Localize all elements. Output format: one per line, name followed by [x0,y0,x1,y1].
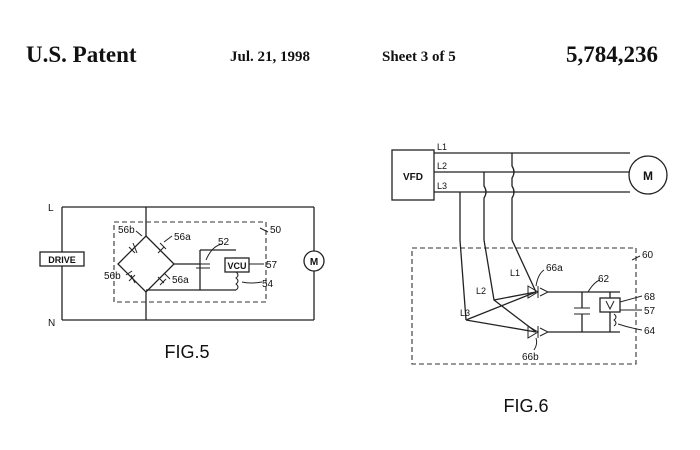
fig5-ref-54: 54 [262,279,274,290]
patent-title: U.S. Patent [26,42,137,67]
fig5-ref-52: 52 [218,237,230,248]
fig5-ref-56b-top: 56b [118,225,135,236]
fig5-vcu-label: VCU [227,261,246,271]
fig6-l3-to-66a [465,291,537,321]
fig6-inner-label-l2: L2 [476,286,486,296]
fig6-ref-60: 60 [642,250,654,261]
fig5-vcu-box [224,257,250,273]
fig6-leader-60 [631,255,641,261]
fig6-leader-64 [617,323,643,331]
fig5-motor-circle [303,250,325,272]
fig5-leader-56b-bottom [125,270,133,276]
fig5-leader-50 [259,227,269,233]
fig6-motor-circle [628,155,668,195]
fig6-ref-66a: 66a [546,263,563,274]
fig6-ref-68: 68 [644,292,656,303]
fig5-diode-bridge [117,235,175,293]
fig6-l3-to-66b [465,319,537,333]
fig6-leader-66b [533,337,538,351]
fig6-leader-68 [619,295,643,303]
fig6-coil [613,313,617,327]
fig5-drive-box [39,251,85,267]
fig6-inner-label-l3: L3 [460,308,470,318]
fig6-drop-l2 [483,172,487,240]
fig6-drop-l1 [511,153,515,240]
fig5-diode-symbols [128,242,167,286]
fig5-ref-56a-bottom: 56a [172,275,189,286]
fig5-ref-56a-top: 56a [174,232,191,243]
fig6-relay-box [599,297,621,313]
fig6-ref-64: 64 [644,326,656,337]
fig5-ref-57: 57 [266,260,278,271]
fig6-label-l1: L1 [437,142,447,152]
fig5-ref-56b-bottom: 56b [104,271,121,282]
fig6-label-l3: L3 [437,181,447,191]
fig5-leader-56a-top [163,235,173,243]
fig6-label-l2: L2 [437,161,447,171]
fig6-inner-label-l1: L1 [510,268,520,278]
fig5-drive-label: DRIVE [48,255,76,265]
fig5-leader-56a-bottom [163,272,171,280]
fig6-motor-label: M [643,169,653,183]
sheet-indicator: Sheet 3 of 5 [382,49,456,65]
fig5-motor-label: M [310,257,318,268]
fig5-label-n: N [48,318,55,329]
fig6-relay-symbol [605,300,615,311]
fig6-inner-l3-drop [459,239,467,321]
patent-date: Jul. 21, 1998 [230,49,311,65]
fig6-diode-66a [527,285,550,299]
patent-number: 5,784,236 [566,42,658,67]
fig6-vfd-box [391,149,435,201]
fig5-module-50-boundary [113,221,267,303]
fig6-ref-66b: 66b [522,352,539,363]
fig6-inner-l1 [511,239,537,293]
fig6-l2-to-66a [493,291,537,301]
fig6-module-60-boundary [411,247,637,365]
fig5-leader-56b-top [135,230,143,237]
fig6-vfd-label: VFD [403,172,423,183]
fig6-ref-62: 62 [598,274,610,285]
fig6-diode-66b [527,325,550,339]
fig5-label-l: L [48,203,54,214]
fig6-ref-57: 57 [644,306,656,317]
fig5-coil [235,271,239,291]
fig5-leader-54 [241,281,263,284]
fig6-caption: FIG.6 [503,396,548,416]
fig5-leader-52 [205,243,223,261]
fig5-diagram: DRIVE M VCU L N 50 52 [39,203,325,362]
fig6-leader-66a [535,269,545,287]
fig6-diagram: VFD M [391,142,668,416]
fig5-ref-50: 50 [270,225,282,236]
fig6-leader-62 [587,279,601,293]
fig5-caption: FIG.5 [164,342,209,362]
